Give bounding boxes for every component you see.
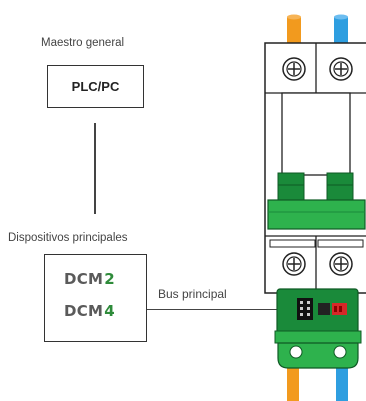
devices-label: Dispositivos principales (8, 232, 128, 244)
terminal-screw-icon (329, 252, 353, 276)
terminal-screw-icon (282, 57, 306, 81)
terminal-screw-icon (282, 252, 306, 276)
device-number: 2 (104, 270, 116, 288)
terminal-screw-icon (329, 57, 353, 81)
device-prefix: DCM (64, 302, 104, 320)
bus-label: Bus principal (158, 287, 227, 301)
wire-bottom-orange (287, 368, 299, 401)
device-number: 4 (104, 302, 116, 320)
master-label: Maestro general (41, 37, 125, 49)
bus-line (147, 309, 279, 311)
breaker-handle (267, 199, 366, 230)
device-prefix: DCM (64, 270, 104, 288)
master-device-connector-line (94, 123, 96, 214)
wire-bottom-blue (336, 368, 348, 401)
master-box: PLC/PC (47, 65, 144, 108)
master-box-text: PLC/PC (71, 79, 120, 94)
bus-connector-icon (274, 288, 362, 369)
